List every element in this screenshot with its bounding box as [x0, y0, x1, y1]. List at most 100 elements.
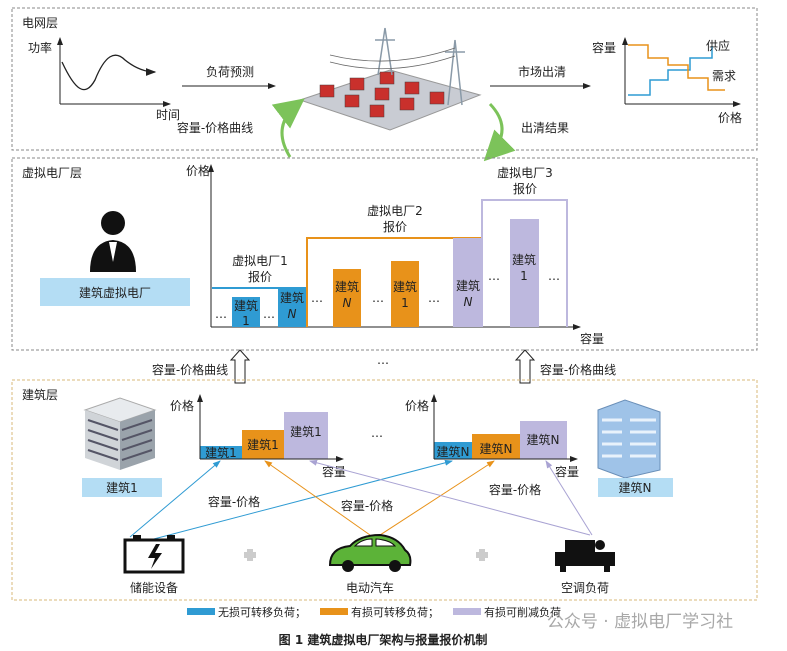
caption: 图 1 建筑虚拟电厂架构与报量报价机制 [279, 632, 488, 647]
ev-icon [328, 533, 412, 572]
svg-text:1: 1 [242, 314, 250, 328]
vpp-bar-labels: 建筑1 建筑N 建筑N 建筑1 建筑N 建筑1 …… …… …… … [215, 252, 560, 328]
legend: 无损可转移负荷； 有损可转移负荷； 有损可削减负荷 [187, 605, 561, 619]
vpp-layer-title: 虚拟电厂层 [22, 166, 82, 180]
bN-orange-label: 建筑N [480, 441, 513, 456]
vpp2-bid-line [306, 237, 481, 327]
vpp-box-label: 建筑虚拟电厂 [79, 285, 151, 300]
vpp3-bar-buildingN [453, 238, 483, 327]
sd-price-label: 价格 [718, 110, 742, 125]
grid-layer-box [11, 7, 758, 151]
result-label: 出清结果 [521, 121, 569, 135]
building1-box [82, 478, 162, 497]
svg-text:N: N [343, 296, 352, 310]
forecast-label: 负荷预测 [206, 65, 254, 79]
sd-capacity-label: 容量 [592, 40, 616, 55]
bN-capacity-label: 容量 [555, 464, 579, 479]
building1-bid-chart [197, 394, 344, 462]
watermark: 公众号 · 虚拟电厂学习社 [547, 612, 733, 632]
buildingN-icon [597, 399, 661, 479]
svg-text:有损可削减负荷: 有损可削减负荷 [484, 605, 561, 619]
svg-text:建筑: 建筑 [280, 290, 304, 305]
vpp1-bar-buildingN [278, 288, 306, 327]
svg-text:有损可转移负荷；: 有损可转移负荷； [351, 605, 439, 619]
cp-label-2: 容量-价格 [341, 498, 393, 513]
svg-text:建筑: 建筑 [234, 298, 258, 313]
svg-text:无损可转移负荷；: 无损可转移负荷； [218, 605, 306, 619]
svg-text:建筑: 建筑 [393, 279, 417, 294]
vpp3-bid-label: 报价 [513, 181, 537, 196]
svg-text:…: … [263, 307, 275, 321]
battery-icon [123, 535, 185, 574]
svg-text:…: … [488, 269, 500, 283]
buildingN-label: 建筑N [619, 480, 652, 495]
supply-label: 供应 [706, 38, 730, 53]
bN-price-label: 价格 [405, 398, 429, 413]
power-grid-image [298, 27, 482, 131]
cp-label-3: 容量-价格 [489, 482, 541, 497]
curve-left-label: 容量-价格曲线 [152, 362, 228, 377]
svg-text:1: 1 [401, 296, 409, 310]
vpp1-bar-building1 [232, 297, 260, 327]
up-arrow-right [514, 349, 536, 384]
b1-purple-label: 建筑1 [290, 424, 322, 439]
plus-icon [244, 549, 256, 561]
vpp2-bid-label: 报价 [383, 219, 407, 234]
b1-blue-label: 建筑1 [205, 445, 237, 460]
storage-label: 储能设备 [130, 580, 178, 595]
green-arrow-down [483, 102, 516, 162]
svg-text:N: N [288, 307, 297, 321]
svg-text:…: … [428, 291, 440, 305]
clearing-label: 市场出清 [518, 64, 566, 79]
svg-text:…: … [215, 307, 227, 321]
b1-price-label: 价格 [170, 398, 194, 413]
vpp-bid-chart [208, 164, 581, 330]
vpp-capacity-label: 容量 [580, 331, 604, 346]
vpp3-label: 虚拟电厂3 [497, 166, 553, 180]
vpp3-bid-line [481, 199, 568, 327]
svg-text:建筑: 建筑 [335, 279, 359, 294]
svg-text:1: 1 [520, 269, 528, 283]
building1-icon [83, 397, 157, 470]
plus-icon [476, 549, 488, 561]
building-layer-box [11, 379, 758, 601]
vpp-layer-box [11, 157, 758, 351]
building1-label: 建筑1 [106, 480, 138, 495]
vpp2-bar-building1 [391, 261, 419, 327]
power-label: 功率 [28, 40, 52, 55]
person-icon [90, 211, 136, 272]
links-dots: … [377, 353, 389, 367]
vpp2-bar-buildingN [333, 269, 361, 327]
svg-text:…: … [548, 269, 560, 283]
svg-text:N: N [464, 295, 473, 309]
resource-links [129, 459, 593, 541]
green-arrow-up [271, 98, 305, 158]
vpp1-label: 虚拟电厂1 [232, 254, 288, 268]
building-layer-title: 建筑层 [22, 387, 58, 402]
b1-capacity-label: 容量 [322, 464, 346, 479]
ev-label: 电动汽车 [346, 580, 394, 595]
buildingN-bid-chart [431, 394, 578, 462]
grid-layer-title: 电网层 [22, 16, 58, 30]
vpp-box [40, 278, 190, 306]
b1-orange-label: 建筑1 [247, 437, 279, 452]
time-label: 时间 [156, 108, 180, 122]
vpp2-label: 虚拟电厂2 [367, 204, 423, 218]
up-arrow-left [229, 349, 251, 384]
vpp1-bid-label: 报价 [248, 269, 272, 284]
svg-text:…: … [372, 291, 384, 305]
curve-right-label: 容量-价格曲线 [540, 362, 616, 377]
cp-label-1: 容量-价格 [208, 494, 260, 509]
bN-purple-label: 建筑N [527, 432, 560, 447]
power-curve-chart [57, 37, 171, 107]
building-dots: … [371, 426, 383, 440]
ac-label: 空调负荷 [561, 581, 609, 595]
vpp-price-label: 价格 [186, 163, 210, 178]
supply-demand-chart [622, 37, 741, 107]
ac-unit-icon [555, 540, 615, 572]
bN-blue-label: 建筑N [437, 444, 470, 459]
vpp3-bar-building1 [510, 219, 539, 327]
svg-text:…: … [311, 291, 323, 305]
curve-label: 容量-价格曲线 [177, 120, 253, 135]
